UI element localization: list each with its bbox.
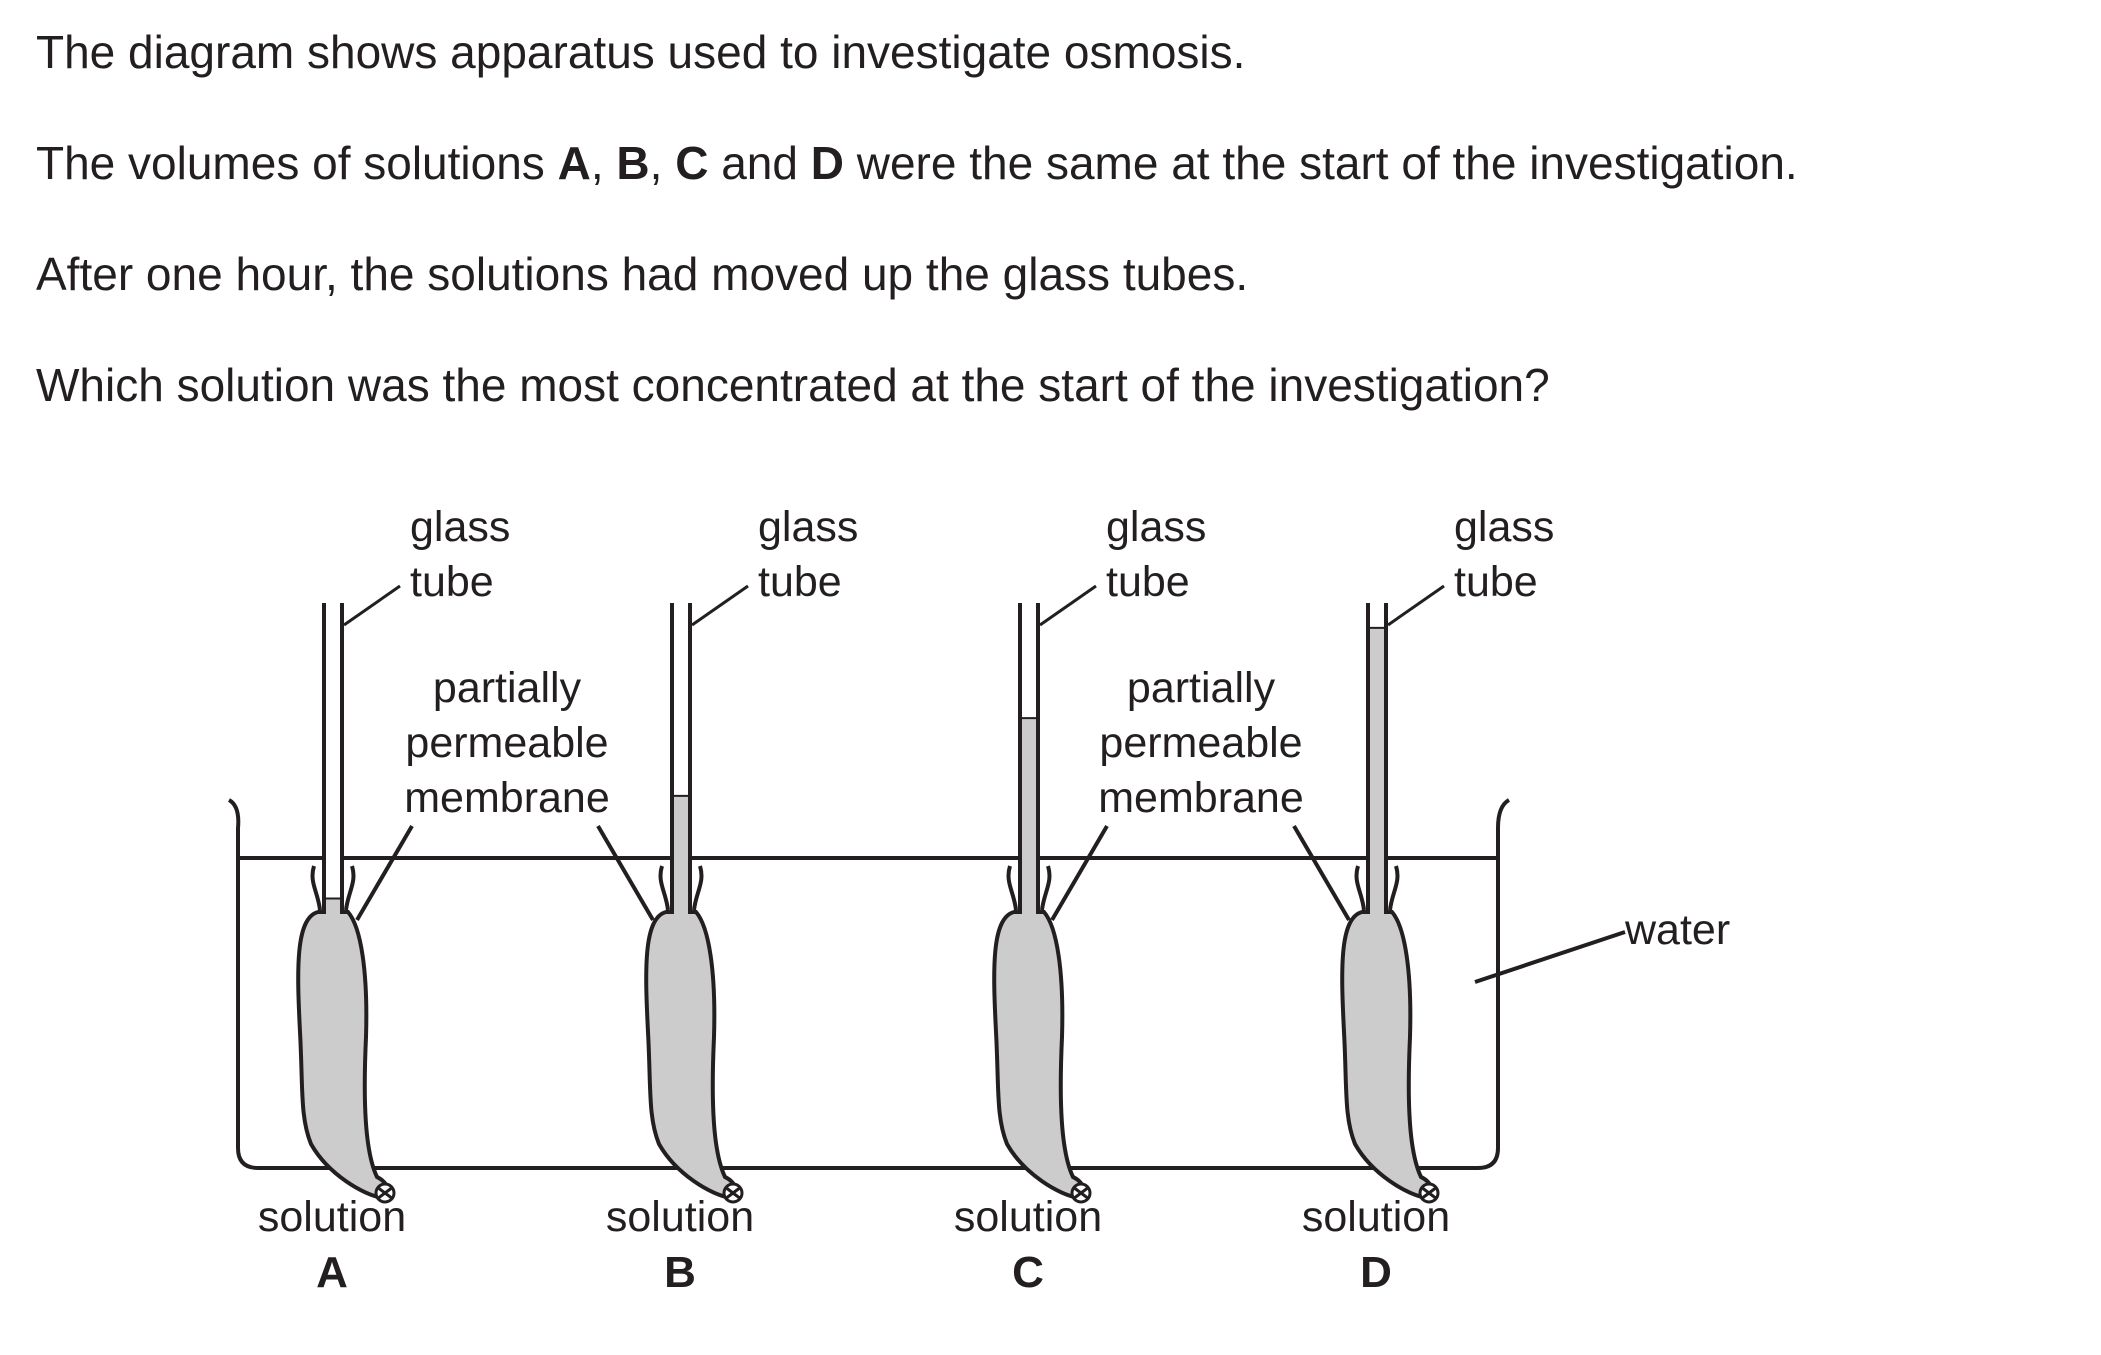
- solution-letter-b: B: [664, 1248, 696, 1297]
- line2-sep-1: ,: [590, 137, 617, 189]
- tube-solution-d: [1368, 627, 1386, 914]
- glass-tube-pointer-b: [691, 584, 749, 627]
- membrane-label-right-line2: permeable: [1099, 719, 1302, 767]
- glass-tube-label-line2-d: tube: [1454, 558, 1538, 606]
- membrane-label-right-line1: partially: [1127, 664, 1276, 712]
- question-line-2: The volumes of solutions A, B, C and D w…: [36, 135, 2036, 191]
- tie-flap-left-d: [1354, 865, 1366, 911]
- tube-solution-b: [672, 795, 690, 914]
- glass-tube-label-line1-c: glass: [1106, 503, 1206, 551]
- question-line-1: The diagram shows apparatus used to inve…: [36, 26, 1246, 78]
- glass-tube-pointer-d: [1387, 584, 1445, 627]
- line2-letter-a: A: [557, 137, 591, 189]
- water-label: water: [1624, 906, 1730, 954]
- membrane-pointer-c: [1050, 824, 1109, 922]
- question-text: The diagram shows apparatus used to inve…: [36, 24, 2036, 468]
- membrane-pointer-a: [355, 824, 414, 922]
- glass-tube-label-line1-d: glass: [1454, 503, 1554, 551]
- tie-flap-right-a: [344, 865, 356, 911]
- tie-flap-left-c: [1006, 865, 1018, 911]
- line2-letter-c: C: [675, 137, 709, 189]
- membrane-bag-b: [644, 910, 739, 1201]
- membrane-pointer-d: [1292, 824, 1351, 922]
- tube-solution-a: [324, 898, 342, 914]
- solution-label-d: solution: [1302, 1193, 1450, 1241]
- line2-sep-2: ,: [649, 137, 676, 189]
- membrane-label-left-line3: membrane: [404, 774, 610, 822]
- tie-flap-left-b: [658, 865, 670, 911]
- knot-tie-c: [1072, 1185, 1090, 1201]
- glass-tube-pointer-c: [1039, 584, 1097, 627]
- solution-letter-a: A: [316, 1248, 348, 1297]
- knot-tie-a: [376, 1185, 394, 1201]
- tie-flap-right-c: [1040, 865, 1052, 911]
- glass-tube-label-line2-b: tube: [758, 558, 842, 606]
- line2-pre: The volumes of solutions: [36, 137, 558, 189]
- solution-letter-c: C: [1012, 1248, 1044, 1297]
- membrane-label-left-line2: permeable: [405, 719, 608, 767]
- beaker-outline: [227, 798, 1511, 1170]
- line2-letter-b: B: [616, 137, 650, 189]
- glass-tube-label-line2-c: tube: [1106, 558, 1190, 606]
- tie-flap-left-a: [310, 865, 322, 911]
- tube-solution-c: [1020, 718, 1038, 914]
- membrane-bag-a: [296, 910, 391, 1201]
- line2-post: were the same at the start of the invest…: [843, 137, 1798, 189]
- solution-label-b: solution: [606, 1193, 754, 1241]
- tie-flap-right-d: [1388, 865, 1400, 911]
- membrane-bag-c: [992, 910, 1087, 1201]
- solution-letter-d: D: [1360, 1248, 1392, 1297]
- knot-tie-b: [724, 1185, 742, 1201]
- solution-label-c: solution: [954, 1193, 1102, 1241]
- question-line-3: After one hour, the solutions had moved …: [36, 248, 1249, 300]
- glass-tube-label-line2-a: tube: [410, 558, 494, 606]
- glass-tube-label-line1-a: glass: [410, 503, 510, 551]
- line2-and: and: [708, 137, 811, 189]
- question-line-4: Which solution was the most concentrated…: [36, 359, 1550, 411]
- membrane-label-left-line1: partially: [433, 664, 582, 712]
- solution-label-a: solution: [258, 1193, 406, 1241]
- line2-letter-d: D: [810, 137, 844, 189]
- membrane-label-right-line3: membrane: [1098, 774, 1304, 822]
- glass-tube-pointer-a: [343, 584, 401, 627]
- tie-flap-right-b: [692, 865, 704, 911]
- glass-tube-label-line1-b: glass: [758, 503, 858, 551]
- membrane-pointer-b: [596, 824, 655, 922]
- membrane-bag-d: [1340, 910, 1435, 1201]
- water-pointer-line: [1474, 930, 1626, 984]
- knot-tie-d: [1420, 1185, 1438, 1201]
